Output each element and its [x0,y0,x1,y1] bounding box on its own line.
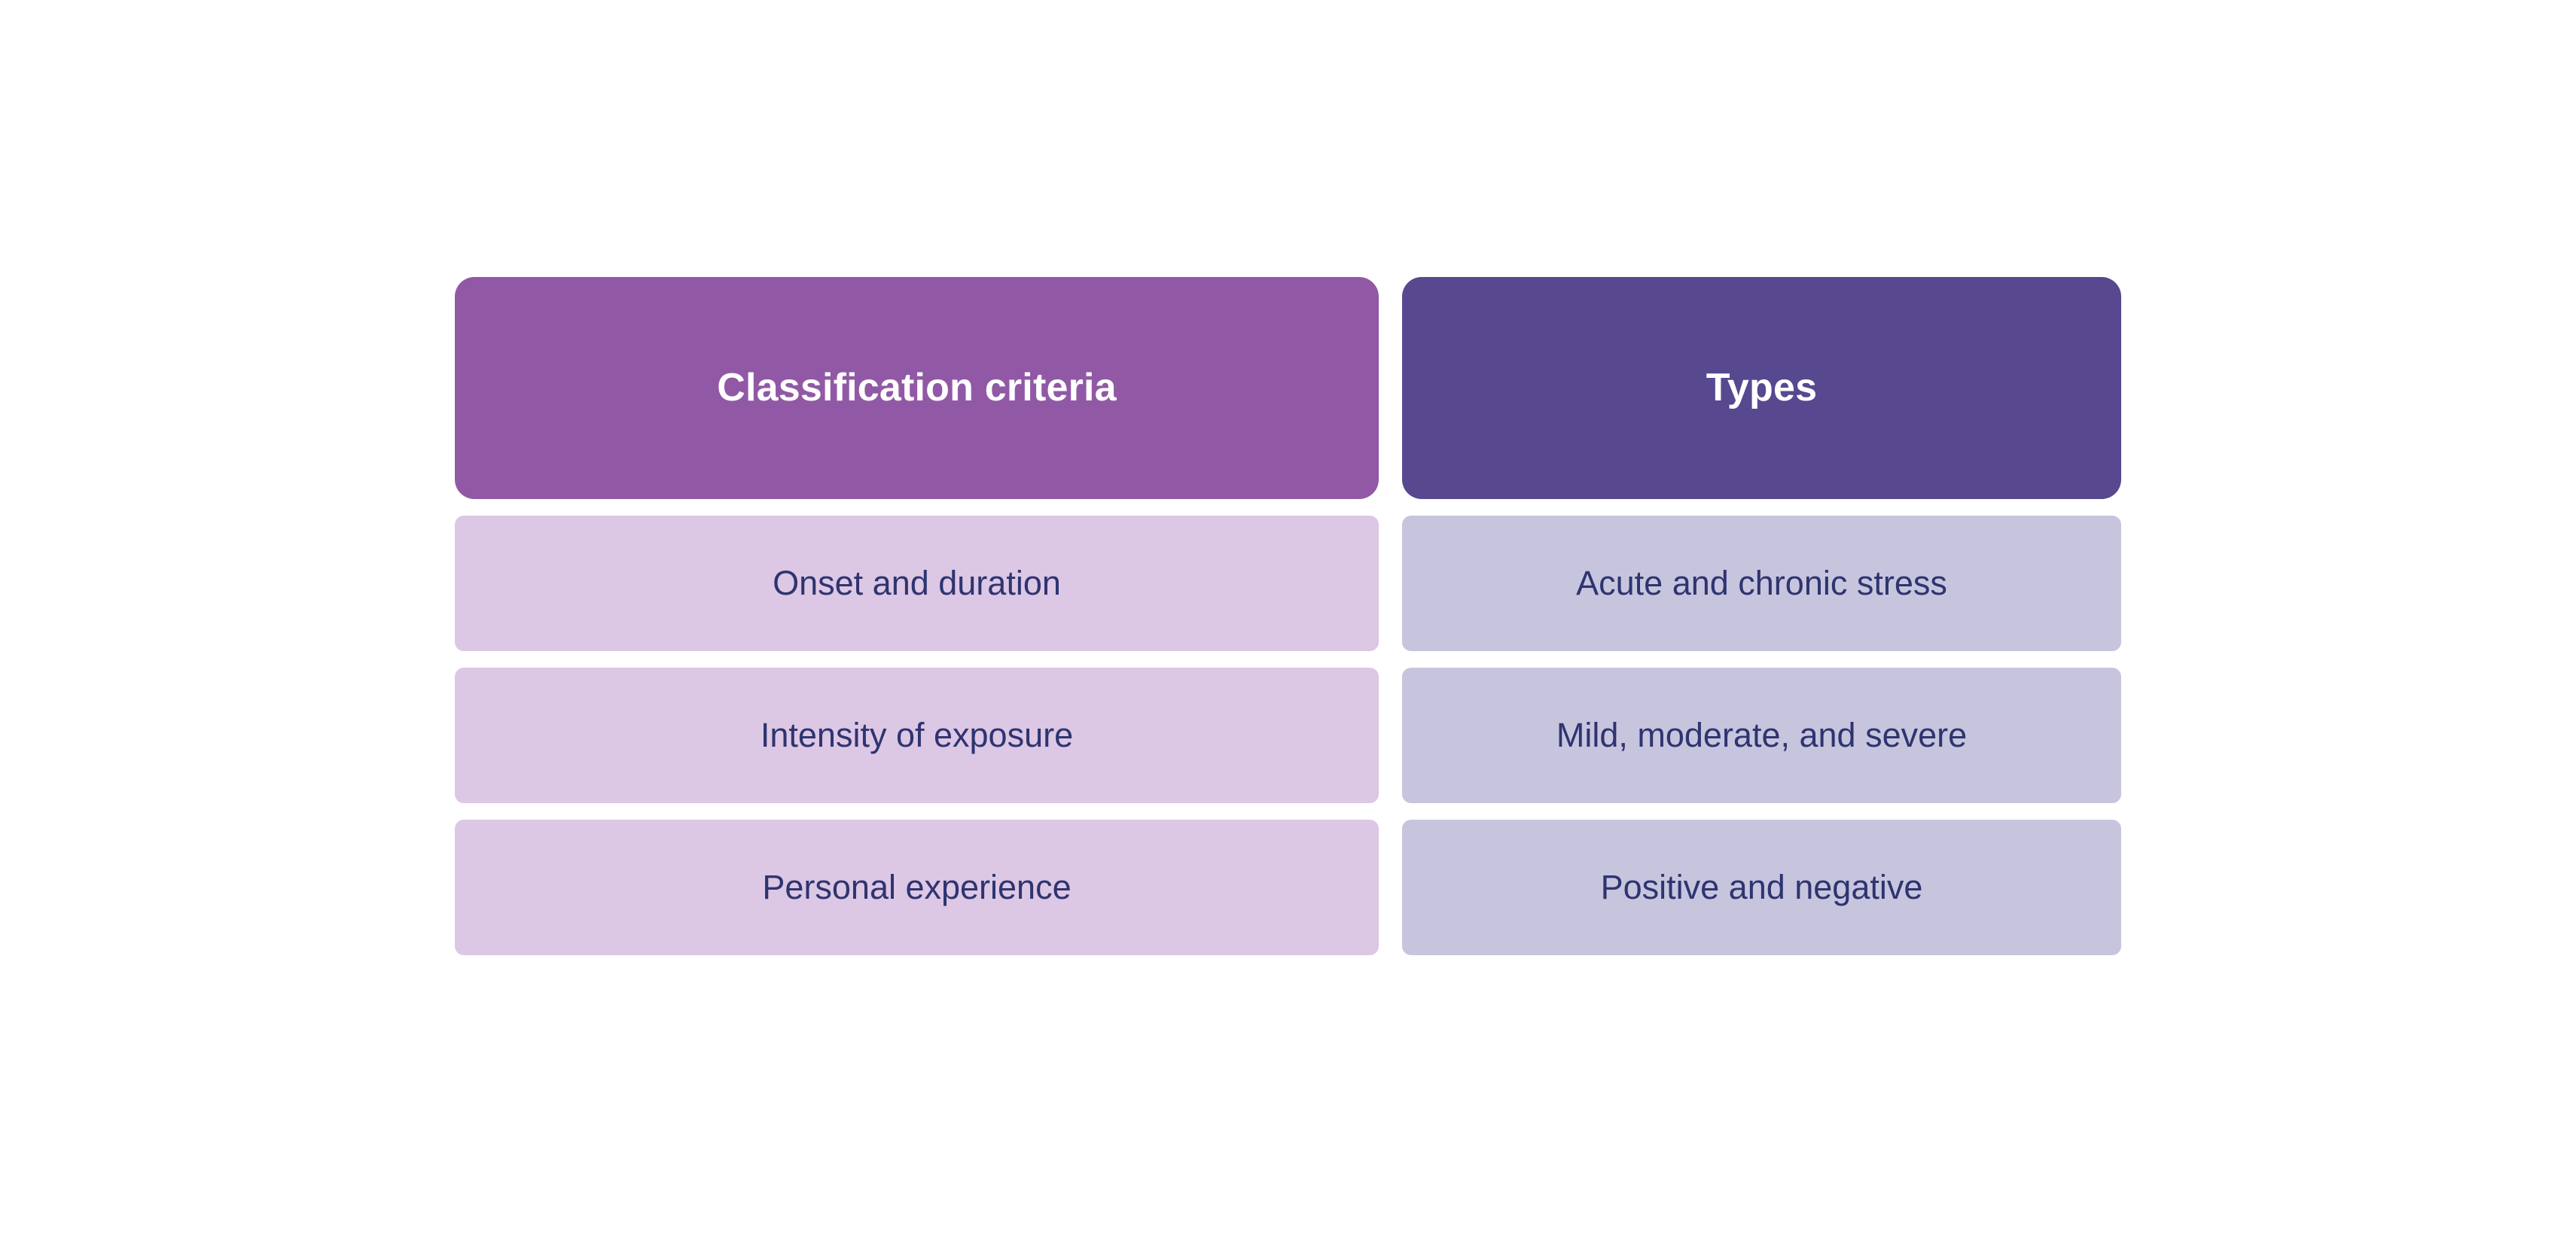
table-row: Personal experience Positive and negativ… [455,820,2121,955]
table-row: Onset and duration Acute and chronic str… [455,516,2121,651]
column-header-types: Types [1402,277,2121,499]
cell-types-mild-moderate-and-severe: Mild, moderate, and severe [1402,668,2121,803]
table-header-row: Classification criteria Types [455,277,2121,499]
cell-criteria-onset-and-duration: Onset and duration [455,516,1379,651]
cell-types-acute-and-chronic-stress: Acute and chronic stress [1402,516,2121,651]
table-row: Intensity of exposure Mild, moderate, an… [455,668,2121,803]
column-header-classification-criteria: Classification criteria [455,277,1379,499]
cell-criteria-intensity-of-exposure: Intensity of exposure [455,668,1379,803]
comparison-table: Classification criteria Types Onset and … [455,277,2121,966]
cell-criteria-personal-experience: Personal experience [455,820,1379,955]
cell-types-positive-and-negative: Positive and negative [1402,820,2121,955]
